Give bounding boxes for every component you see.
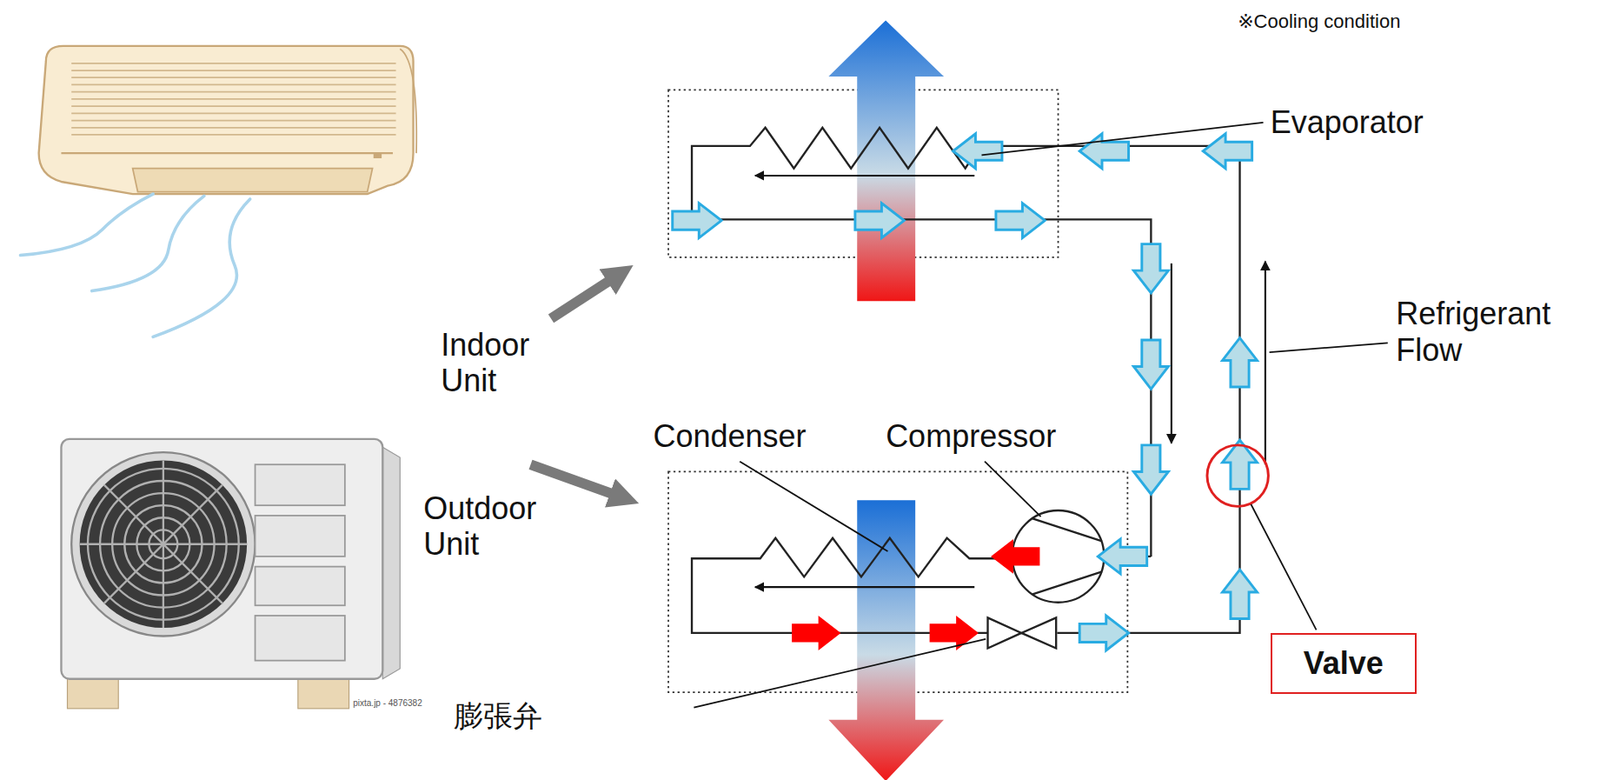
label-slot: Indoor Unit — [440, 326, 530, 399]
label-slot: pixta.jp - 4876382 — [352, 697, 423, 709]
refrigerant-arrow — [672, 133, 1258, 651]
part-label: Evaporator — [1270, 104, 1424, 140]
label-slot: 膨張弁 — [453, 698, 543, 733]
unit-label: Outdoor Unit — [423, 490, 537, 563]
note-text: ※Cooling condition — [1237, 10, 1401, 33]
label-slot: ※Cooling condition — [1237, 10, 1401, 33]
label-slot: Evaporator — [1270, 104, 1424, 140]
callout-label: Valve — [1303, 644, 1384, 681]
expansion-valve-symbol — [988, 617, 1057, 648]
refrigerant-arrow-hot — [791, 538, 1040, 651]
part-label: Condenser — [652, 418, 806, 454]
pointer-arrow — [531, 273, 625, 498]
leader-line — [1250, 504, 1316, 630]
refrigerant-pipe — [691, 127, 1240, 633]
label-slot: Refrigerant Flow — [1395, 295, 1551, 368]
label-slot: Compressor — [885, 418, 1056, 454]
label-slot: Outdoor Unit — [423, 490, 537, 563]
leader-line — [693, 122, 1388, 708]
part-label: 膨張弁 — [453, 698, 543, 733]
valve-marker — [1207, 444, 1269, 506]
watermark: pixta.jp - 4876382 — [352, 697, 423, 709]
flow-direction-arrow — [755, 175, 1266, 587]
unit-label: Indoor Unit — [440, 326, 530, 399]
part-label: Refrigerant Flow — [1395, 295, 1551, 368]
outdoor-unit-picture — [60, 438, 400, 709]
indoor-unit-picture — [20, 46, 418, 338]
label-slot: Condenser — [652, 418, 806, 454]
part-label: Compressor — [885, 418, 1056, 454]
valve-callout-box: Valve — [1270, 632, 1417, 694]
